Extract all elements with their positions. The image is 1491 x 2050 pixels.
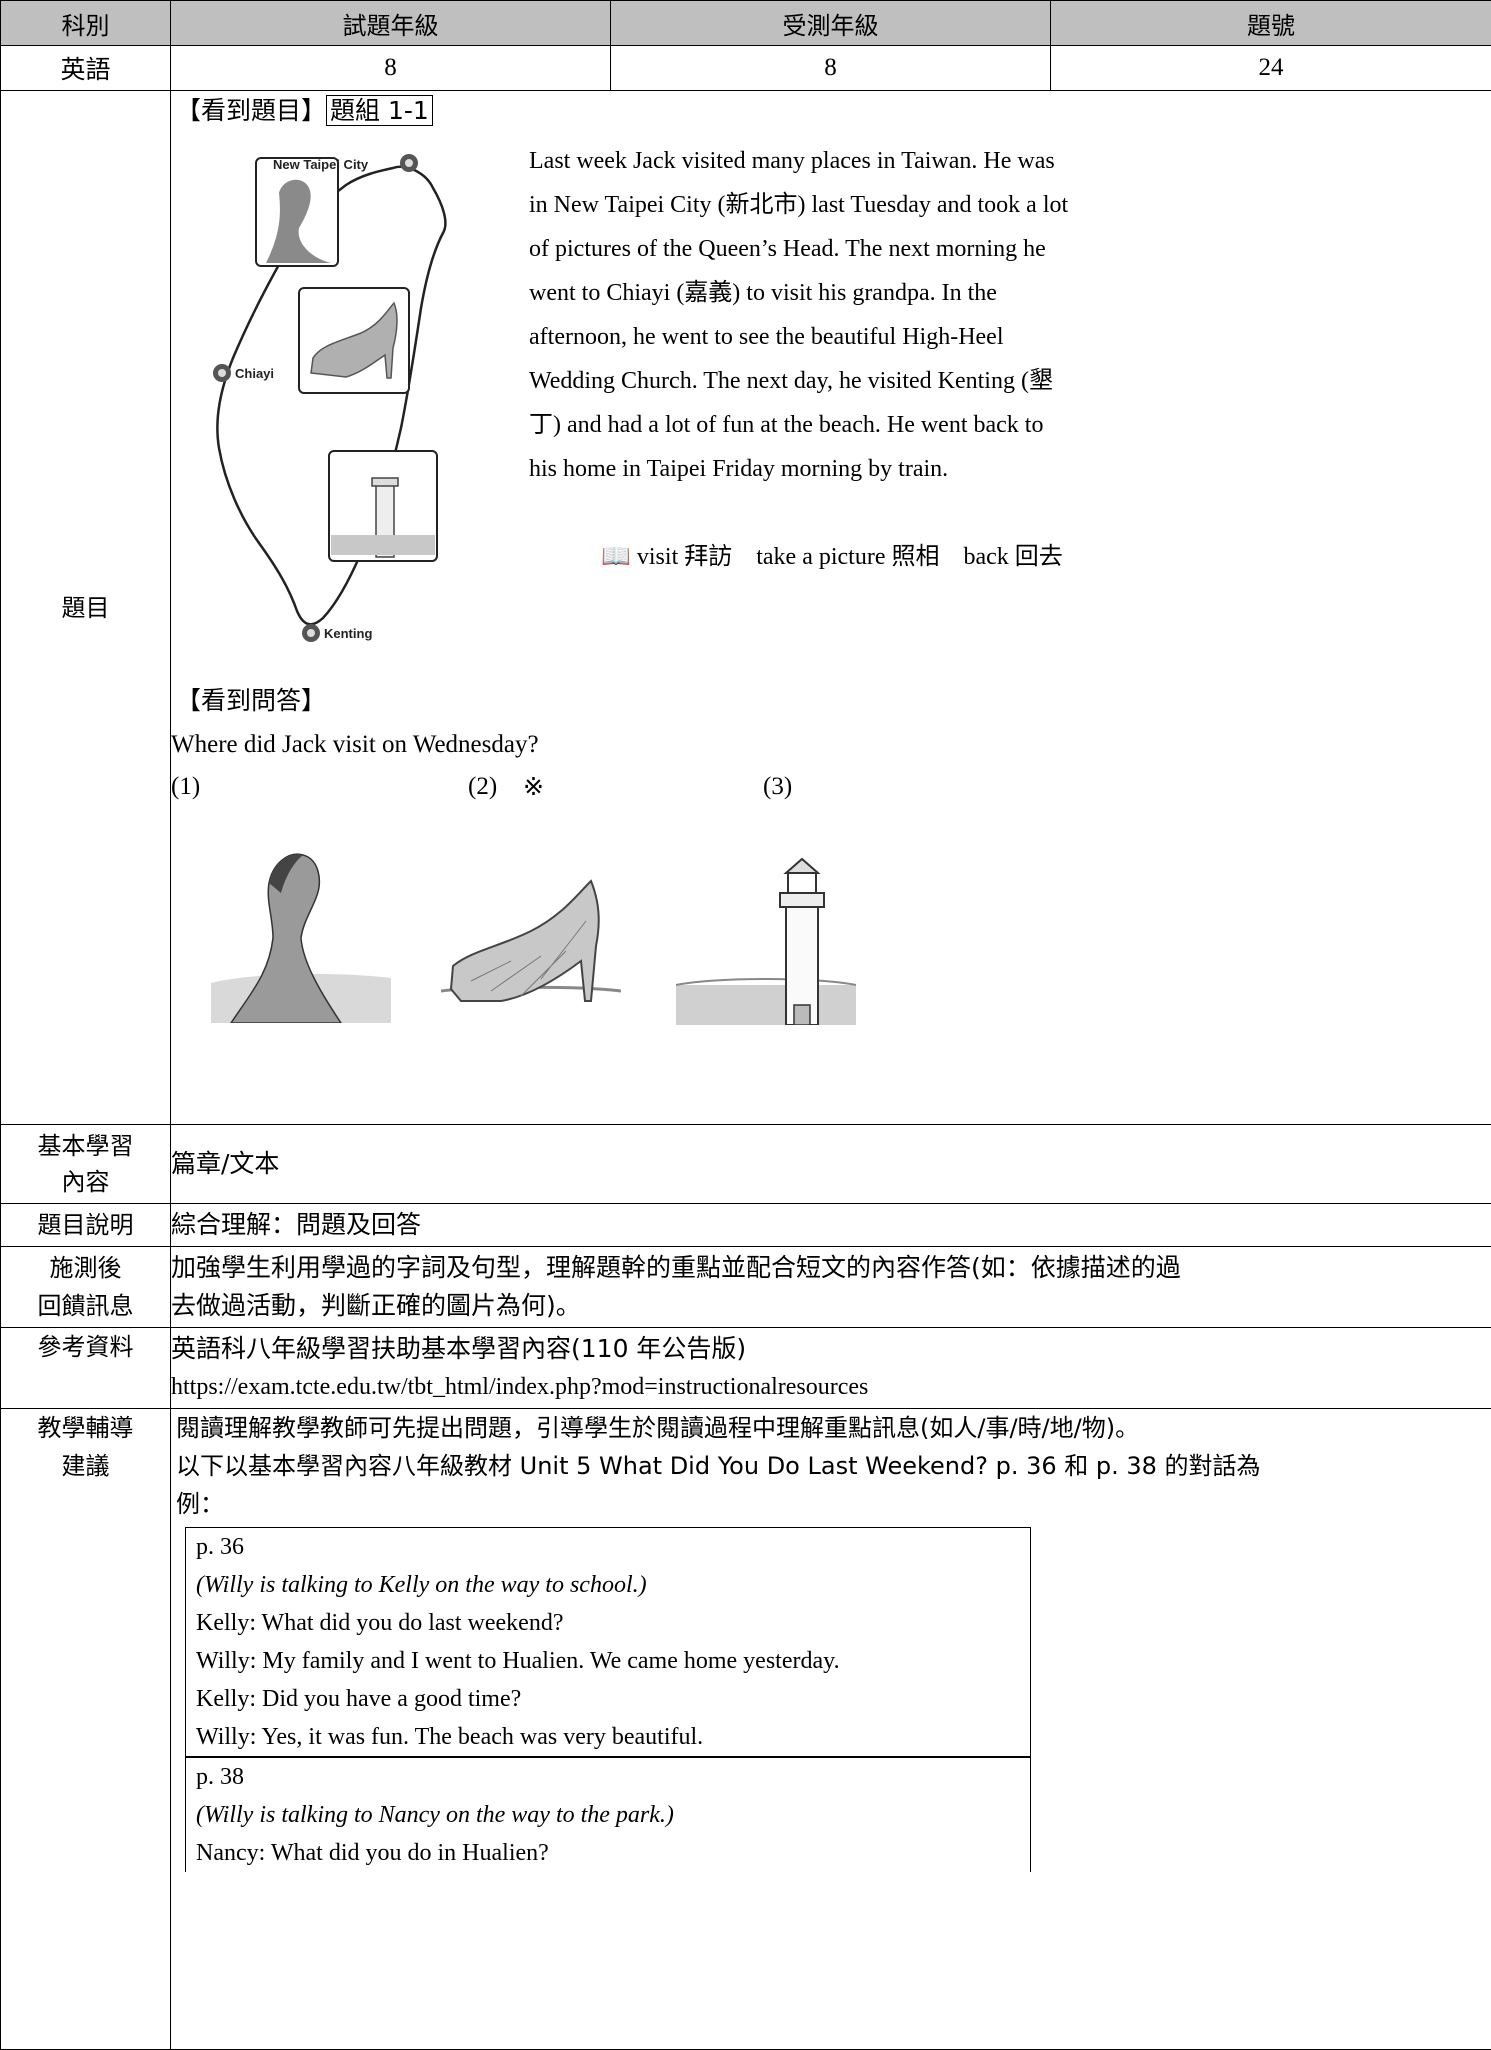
map-label-kenting: Kenting [324,626,372,641]
dialog-line: Willy: Yes, it was fun. The beach was ve… [186,1718,1030,1756]
vocab-line: 📖 visit 拜訪 take a picture 照相 back 回去 [529,491,1089,623]
dialog-page: p. 38 [186,1758,1030,1796]
reading-passage: Last week Jack visited many places in Ta… [529,139,1089,623]
passage-line: his home in Taipei Friday morning by tra… [529,447,1089,491]
passage-line: afternoon, he went to see the beautiful … [529,315,1089,359]
test-grade-value: 8 [171,46,611,91]
suggestion-label-line2: 建議 [1,1447,170,1485]
dialog-context: (Willy is talking to Nancy on the way to… [186,1796,1030,1834]
queens-head-image [211,843,391,1023]
dialog-context: (Willy is talking to Kelly on the way to… [186,1566,1030,1604]
reference-link[interactable]: https://exam.tcte.edu.tw/tbt_html/index.… [171,1368,1491,1406]
lighthouse-card [329,451,437,561]
option-3-label: (3) [763,767,792,807]
basic-content-label-line2: 內容 [1,1164,170,1200]
question-label: 題目 [1,91,171,1125]
basic-content-row: 基本學習 內容 篇章/文本 [1,1125,1491,1204]
dialog-line: Nancy: What did you do in Hualien? [186,1834,1030,1872]
queens-head-card [256,158,338,266]
dialog-box-p36: p. 36 (Willy is talking to Kelly on the … [185,1527,1031,1757]
subject-value: 英語 [1,46,171,91]
passage-line: Wedding Church. The next day, he visited… [529,359,1089,403]
qa-tag: 【看到問答】 [176,681,326,721]
book-icon: 📖 [601,544,631,570]
map-label-new-taipei: New Taipei City [273,157,369,172]
vocab-text: visit 拜訪 take a picture 照相 back 回去 [637,544,1063,570]
passage-line: of pictures of the Queen’s Head. The nex… [529,227,1089,271]
question-content: 【看到題目】題組 1-1 [171,91,1491,1124]
suggestion-line3: 例： [171,1485,1491,1523]
option-2-label: (2) [468,767,497,807]
feedback-label: 施測後 回饋訊息 [1,1247,171,1328]
option-1-label: (1) [171,767,200,807]
dialog-line: Kelly: What did you do last weekend? [186,1604,1030,1642]
map-label-chiayi: Chiayi [235,366,274,381]
description-label: 題目說明 [1,1204,171,1247]
question-tag-line: 【看到題目】題組 1-1 [176,91,433,131]
header-question-no: 題號 [1051,1,1491,46]
passage-line: 丁) and had a lot of fun at the beach. He… [529,403,1089,447]
passage-line: Last week Jack visited many places in Ta… [529,139,1089,183]
dialog-line: Willy: My family and I went to Hualien. … [186,1642,1030,1680]
reference-row: 參考資料 英語科八年級學習扶助基本學習內容(110 年公告版) https://… [1,1328,1491,1409]
info-row: 英語 8 8 24 [1,46,1491,91]
map-pin-kenting [302,624,320,642]
feedback-label-line1: 施測後 [1,1249,170,1287]
header-tested-grade: 受測年級 [611,1,1051,46]
feedback-line1: 加強學生利用學過的字詞及句型，理解題幹的重點並配合短文的內容作答(如：依據描述的… [171,1249,1491,1287]
basic-content-label-line1: 基本學習 [1,1128,170,1164]
section-tag: 【看到題目】 [176,96,326,125]
passage-line: went to Chiayi (嘉義) to visit his grandpa… [529,271,1089,315]
feedback-label-line2: 回饋訊息 [1,1287,170,1325]
dialog-page: p. 36 [186,1528,1030,1566]
passage-line: in New Taipei City (新北市) last Tuesday an… [529,183,1089,227]
suggestion-line1: 閱讀理解教學教師可先提出問題，引導學生於閱讀過程中理解重點訊息(如人/事/時/地… [171,1409,1491,1447]
reference-label: 參考資料 [1,1328,171,1409]
question-text: Where did Jack visit on Wednesday? [171,725,539,765]
reference-value: 英語科八年級學習扶助基本學習內容(110 年公告版) https://exam.… [171,1328,1491,1409]
suggestion-content: 閱讀理解教學教師可先提出問題，引導學生於閱讀過程中理解重點訊息(如人/事/時/地… [171,1409,1491,2049]
tested-grade-value: 8 [611,46,1051,91]
description-value: 綜合理解：問題及回答 [171,1204,1491,1247]
feedback-value: 加強學生利用學過的字詞及句型，理解題幹的重點並配合短文的內容作答(如：依據描述的… [171,1247,1491,1328]
map-pin-new-taipei [400,154,418,172]
dialog-line: Kelly: Did you have a good time? [186,1680,1030,1718]
feedback-row: 施測後 回饋訊息 加強學生利用學過的字詞及句型，理解題幹的重點並配合短文的內容作… [1,1247,1491,1328]
suggestion-label-line1: 教學輔導 [1,1409,170,1447]
high-heel-image [441,861,621,1011]
header-subject: 科別 [1,1,171,46]
taiwan-map-illustration: New Taipei City Chiayi Kenting [211,133,531,673]
suggestion-label: 教學輔導 建議 [1,1409,171,2050]
header-test-grade: 試題年級 [171,1,611,46]
header-row: 科別 試題年級 受測年級 題號 [1,1,1491,46]
high-heel-card [299,288,409,393]
answer-mark: ※ [523,767,544,807]
description-row: 題目說明 綜合理解：問題及回答 [1,1204,1491,1247]
lighthouse-image [676,845,856,1025]
basic-content-label: 基本學習 內容 [1,1125,171,1204]
question-no-value: 24 [1051,46,1491,91]
reference-line1: 英語科八年級學習扶助基本學習內容(110 年公告版) [171,1330,1491,1368]
suggestion-line2: 以下以基本學習內容八年級教材 Unit 5 What Did You Do La… [171,1447,1491,1485]
suggestion-value: 閱讀理解教學教師可先提出問題，引導學生於閱讀過程中理解重點訊息(如人/事/時/地… [171,1409,1491,2050]
group-tag: 題組 1-1 [326,95,433,126]
dialog-box-p38: p. 38 (Willy is talking to Nancy on the … [185,1757,1031,1872]
suggestion-row: 教學輔導 建議 閱讀理解教學教師可先提出問題，引導學生於閱讀過程中理解重點訊息(… [1,1409,1491,2050]
question-row: 題目 【看到題目】題組 1-1 [1,91,1491,1125]
feedback-line2: 去做過活動，判斷正確的圖片為何)。 [171,1287,1491,1325]
map-pin-chiayi [213,364,231,382]
basic-content-value: 篇章/文本 [171,1125,1491,1204]
